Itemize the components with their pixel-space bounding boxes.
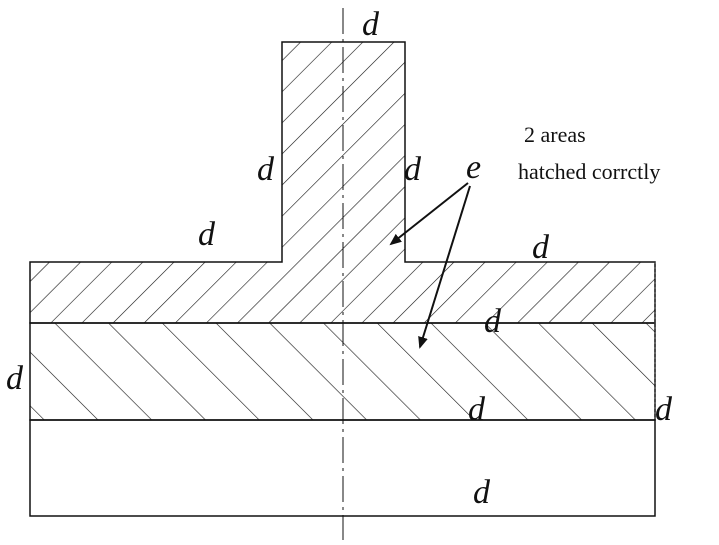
- label-d-stem-left: d: [257, 151, 275, 188]
- arrow-to-middle-area: [418, 185, 471, 349]
- label-d-interface-right: d: [484, 303, 502, 340]
- annotation-line-2: hatched corrctly: [518, 159, 660, 184]
- label-d-left-edge: d: [6, 360, 24, 397]
- annotation-line-1: 2 areas: [524, 122, 586, 147]
- label-d-right-edge: d: [655, 391, 673, 428]
- label-d-stem-right: d: [404, 151, 422, 188]
- label-d-flange-left: d: [198, 216, 216, 253]
- label-d-flange-right: d: [532, 229, 550, 266]
- label-d-bottom-plate: d: [473, 474, 491, 511]
- arrow-to-upper-area: [389, 182, 469, 246]
- label-d-plate-bottom: d: [468, 391, 486, 428]
- label-d-stem-top: d: [362, 6, 380, 43]
- label-e: e: [466, 149, 481, 186]
